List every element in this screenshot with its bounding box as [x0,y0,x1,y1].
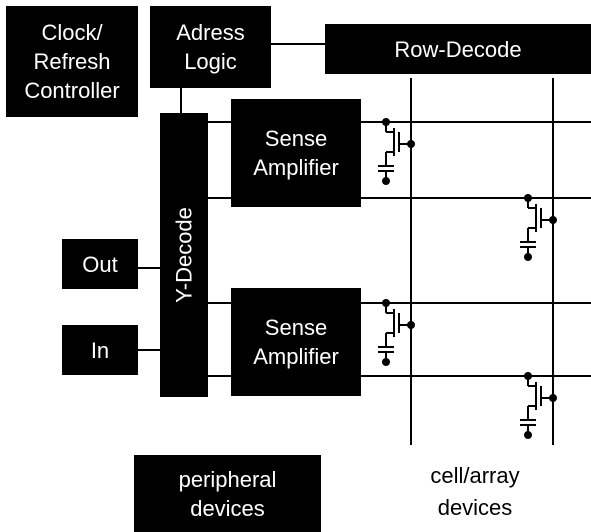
peripheral-devices-block: peripheral devices [134,455,321,532]
memory-cell [520,194,557,261]
y-decode-block: Y-Decode [160,113,208,397]
sense-amplifier-bottom: Sense Amplifier [231,288,361,396]
memory-cell [520,372,557,439]
memory-cell [378,299,415,366]
sense-amplifier-top: Sense Amplifier [231,99,361,207]
address-logic-block: Adress Logic [150,6,271,88]
clock-refresh-controller: Clock/ Refresh Controller [6,6,138,117]
in-block: In [62,325,138,375]
y-decode-label: Y-Decode [171,207,197,303]
memory-cell [378,118,415,185]
out-block: Out [62,239,138,289]
row-decode-block: Row-Decode [325,24,591,74]
cell-array-label: cell/array devices [430,463,520,520]
